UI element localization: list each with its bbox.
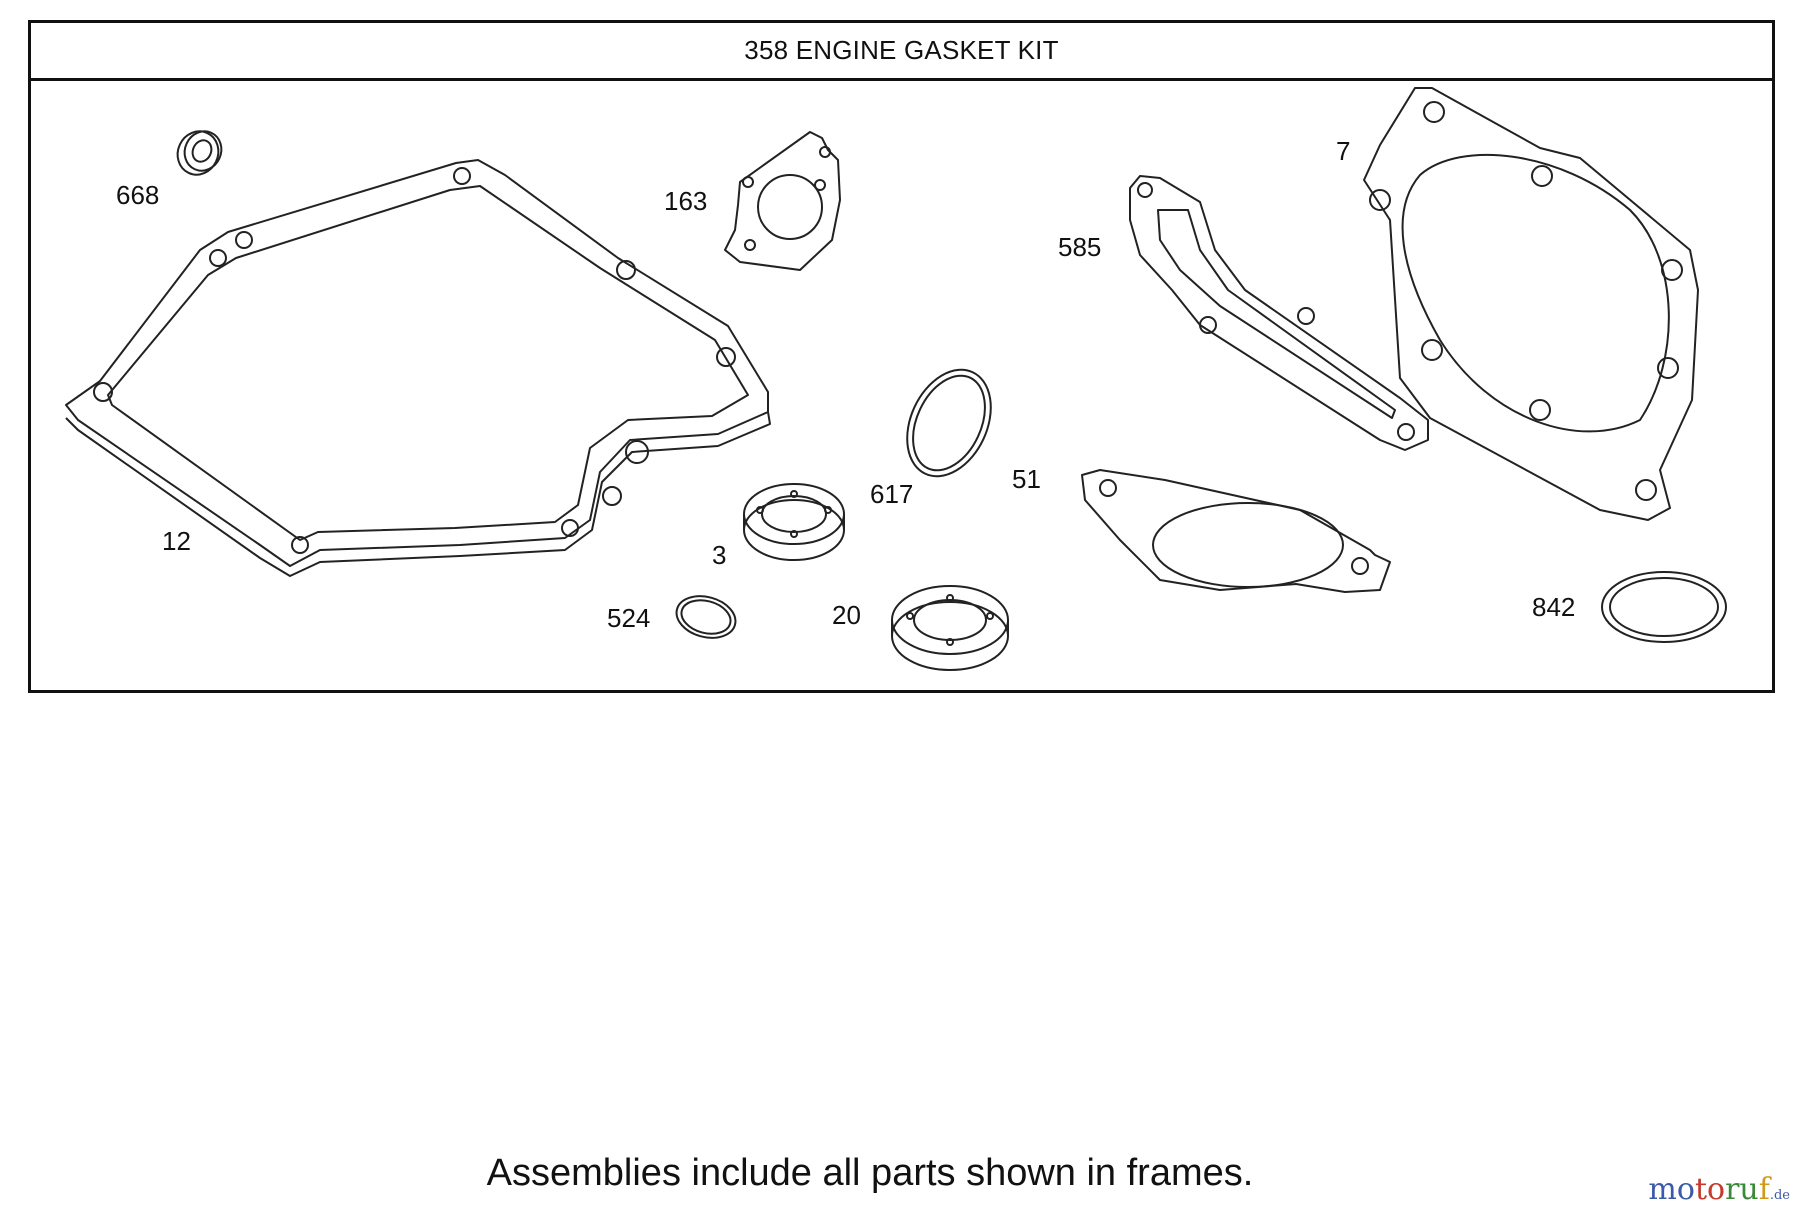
kit-title: 358 ENGINE GASKET KIT bbox=[31, 23, 1772, 81]
part-12-crankcase-gasket bbox=[65, 159, 771, 577]
part-51-exhaust-gasket bbox=[1081, 469, 1391, 593]
part-label-668: 668 bbox=[116, 180, 160, 210]
part-7-head-gasket bbox=[1363, 87, 1699, 521]
part-label-842: 842 bbox=[1532, 592, 1576, 622]
watermark-tld: .de bbox=[1769, 1188, 1790, 1203]
part-524-ring bbox=[675, 595, 737, 639]
part-label-3: 3 bbox=[712, 540, 727, 570]
part-163-gasket bbox=[724, 131, 841, 271]
part-585-gasket bbox=[1129, 175, 1429, 451]
gasket-kit-frame: 358 ENGINE GASKET KIT bbox=[28, 20, 1775, 693]
part-label-524: 524 bbox=[607, 603, 651, 633]
part-label-12: 12 bbox=[162, 526, 191, 556]
part-3-oil-seal bbox=[743, 483, 845, 561]
part-668-seal-ring bbox=[176, 130, 223, 176]
part-label-585: 585 bbox=[1058, 232, 1102, 262]
parts-illustration bbox=[65, 87, 1727, 671]
part-label-51: 51 bbox=[1012, 464, 1041, 494]
part-label-20: 20 bbox=[832, 600, 861, 630]
part-617-o-ring bbox=[906, 368, 992, 478]
watermark-logo: motoruf.de bbox=[1648, 1172, 1790, 1207]
part-label-7: 7 bbox=[1336, 136, 1351, 166]
part-label-617: 617 bbox=[870, 479, 914, 509]
part-842-ring bbox=[1601, 571, 1727, 643]
assemblies-note: Assemblies include all parts shown in fr… bbox=[486, 1152, 1254, 1194]
part-label-163: 163 bbox=[664, 186, 708, 216]
part-20-oil-seal bbox=[891, 585, 1009, 671]
